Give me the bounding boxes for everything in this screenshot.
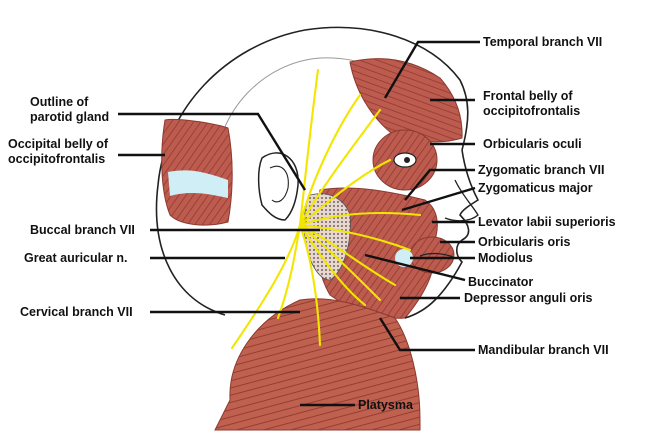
leader-lines bbox=[118, 40, 480, 407]
label-platysma: Platysma bbox=[358, 398, 413, 412]
facial-nerve-branches bbox=[230, 68, 422, 350]
label-zygomatic-branch: Zygomatic branch VII bbox=[478, 163, 605, 177]
label-zygomaticus-major: Zygomaticus major bbox=[478, 181, 593, 195]
label-great-auricular: Great auricular n. bbox=[24, 251, 128, 265]
label-orbicularis-oris: Orbicularis oris bbox=[478, 235, 571, 249]
frontal-belly-muscle bbox=[349, 58, 463, 143]
label-levator-labii: Levator labii superioris bbox=[478, 215, 616, 229]
ear-inner bbox=[269, 165, 289, 203]
label-temporal-branch: Temporal branch VII bbox=[483, 35, 603, 49]
face-profile bbox=[404, 149, 480, 319]
platysma-muscle bbox=[214, 298, 421, 431]
label-orbicularis-oculi: Orbicularis oculi bbox=[483, 137, 582, 151]
ear bbox=[257, 152, 299, 221]
label-mandibular-branch: Mandibular branch VII bbox=[478, 343, 609, 357]
pupil bbox=[404, 157, 410, 163]
label-buccinator: Buccinator bbox=[468, 275, 534, 289]
label-buccal-branch: Buccal branch VII bbox=[30, 223, 135, 237]
label-depressor-anguli: Depressor anguli oris bbox=[464, 291, 593, 305]
label-cervical-branch: Cervical branch VII bbox=[20, 305, 133, 319]
galea-fascia bbox=[168, 170, 228, 198]
nose bbox=[444, 179, 479, 222]
label-modiolus: Modiolus bbox=[478, 251, 533, 265]
